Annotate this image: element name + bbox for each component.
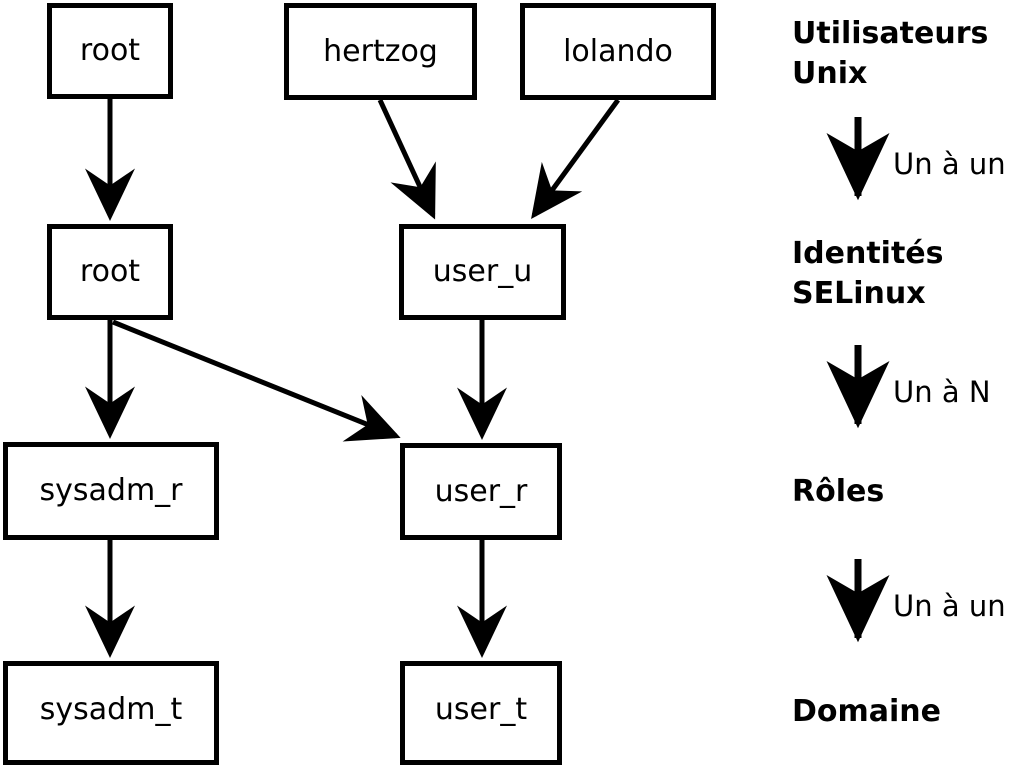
- node-domain-sysadm-t[interactable]: sysadm_t: [3, 661, 219, 765]
- edge-id-root-to-user-r: [112, 319, 401, 442]
- edge-lolando-to-user-u: [531, 98, 621, 220]
- legend-level-roles: Rôles: [792, 474, 885, 509]
- legend-relation-one-to-n: Un à N: [893, 375, 991, 409]
- legend-relation-one-to-one-bottom: Un à un: [893, 589, 1006, 623]
- node-role-sysadm-r[interactable]: sysadm_r: [3, 442, 219, 540]
- node-identity-root[interactable]: root: [47, 224, 173, 320]
- node-label: sysadm_t: [39, 692, 183, 727]
- node-label: root: [79, 254, 141, 289]
- legend-level-selinux-identities: Identités SELinux: [792, 236, 944, 311]
- node-label: lolando: [563, 33, 673, 69]
- node-label: root: [79, 33, 141, 68]
- node-identity-user-u[interactable]: user_u: [399, 224, 566, 320]
- node-unix-lolando[interactable]: lolando: [520, 3, 716, 100]
- legend-level-unix-users: Utilisateurs Unix: [792, 16, 989, 91]
- node-label: user_u: [432, 254, 533, 289]
- edge-hertzog-to-user-u: [377, 98, 436, 220]
- node-unix-hertzog[interactable]: hertzog: [284, 3, 477, 100]
- node-label: sysadm_r: [39, 473, 183, 508]
- node-label: hertzog: [323, 33, 438, 69]
- node-label: user_r: [434, 473, 528, 509]
- legend-level-domaine: Domaine: [792, 694, 942, 729]
- node-label: user_t: [434, 692, 528, 727]
- node-unix-root[interactable]: root: [47, 3, 173, 99]
- node-domain-user-t[interactable]: user_t: [400, 661, 562, 765]
- legend-relation-one-to-one-top: Un à un: [893, 147, 1006, 181]
- node-role-user-r[interactable]: user_r: [400, 443, 562, 540]
